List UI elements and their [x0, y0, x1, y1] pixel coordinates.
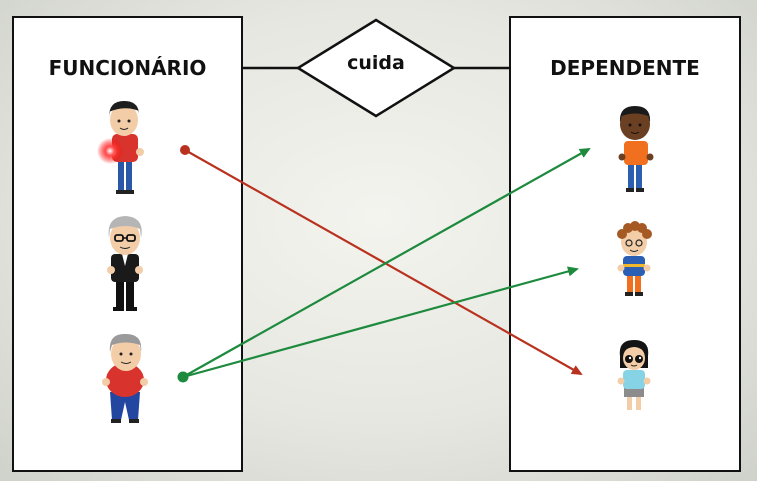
entity-title-funcionario: FUNCIONÁRIO: [48, 56, 207, 80]
employee-gray-hair-glasses-figure: [107, 216, 143, 311]
arrow-green-origin-dot: [177, 371, 189, 383]
dependent-orange-shirt-figure: [618, 106, 654, 192]
arrow-red-employee1-to-dependent3: [184, 149, 583, 375]
employee-elderly-red-shirt-figure: [102, 333, 148, 423]
arrow-green-employee3-to-dependent2: [182, 266, 579, 379]
arrow-green-employee3-to-dependent1: [182, 148, 591, 378]
dependent-girl-figure: [617, 340, 651, 410]
employee-red-shirt-figure: [97, 101, 144, 194]
relationship-label: cuida: [347, 52, 405, 74]
entity-title-dependente: DEPENDENTE: [550, 56, 700, 80]
arrow-red-origin-dot: [180, 145, 190, 155]
relationship-diamond: [295, 18, 457, 118]
dependent-curly-hair-figure: [617, 221, 652, 296]
